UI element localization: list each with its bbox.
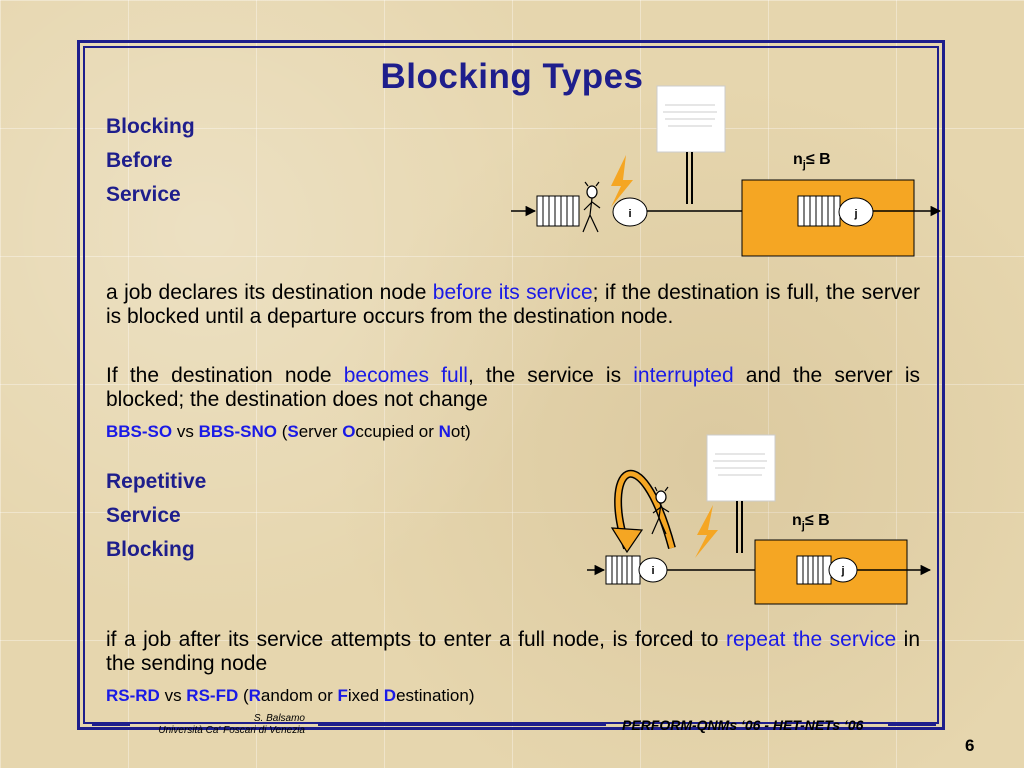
para2-interrupted: interrupted — [633, 364, 734, 387]
para1-pre: a job declares its destination node — [106, 281, 433, 304]
para3-post: in the sending node — [106, 628, 920, 675]
para2-a: If the destination node — [106, 364, 344, 387]
section2-line2: Service — [106, 504, 181, 527]
capacity-label-2: nj≤ B — [792, 512, 830, 532]
rs-ixed: ixed — [347, 686, 384, 705]
diagram-bbs: i j nj≤ B — [511, 85, 942, 257]
lightning-icon — [695, 505, 718, 558]
rs-d: D — [383, 686, 397, 705]
node-i-label: i — [651, 565, 654, 577]
queue-j-buffer — [797, 195, 841, 227]
rs-f: F — [337, 686, 348, 705]
person-icon — [651, 486, 670, 535]
bbs-o: O — [342, 422, 356, 441]
person-icon — [582, 181, 601, 233]
section2-line3: Blocking — [106, 538, 195, 561]
node-i-label: i — [628, 208, 631, 220]
server-node-i — [612, 197, 648, 227]
footer-author-block: S. Balsamo Università Ca' Foscari di Ven… — [135, 713, 305, 737]
rs-andom: andom or — [260, 686, 338, 705]
bbs-s: S — [287, 422, 299, 441]
section-repetitive-service-blocking: Repetitive Service Blocking — [106, 465, 206, 567]
rs-rd: RS-RD — [106, 686, 160, 705]
rs-est: estination) — [396, 686, 475, 705]
slide-title: Blocking Types — [380, 57, 644, 96]
section1-line1: Blocking — [106, 115, 195, 138]
bbs-sno: BBS-SNO — [198, 422, 277, 441]
queue-i-buffer — [536, 195, 580, 227]
page-number: 6 — [965, 736, 975, 755]
bbs-so: BBS-SO — [106, 422, 173, 441]
para2-c: , the service is — [467, 364, 634, 387]
diagram-rs: i j nj≤ B — [587, 434, 932, 605]
node-j-label: j — [840, 565, 844, 577]
footer-affiliation: Università Ca' Foscari di Venezia — [158, 725, 305, 736]
para2-e: and the server is blocked; the destinati… — [106, 364, 920, 411]
footer-rule-left — [92, 723, 130, 726]
footer-rule-mid — [318, 723, 606, 726]
node-j-label: j — [853, 208, 857, 220]
section-blocking-before-service: Blocking Before Service — [106, 110, 195, 212]
rs-vs: vs — [159, 686, 187, 705]
server-node-j — [838, 197, 874, 227]
bbs-variants-line: BBS-SO vs BBS-SNO (Server Occupied or No… — [106, 422, 471, 442]
rs-r: R — [248, 686, 261, 705]
lightning-icon — [611, 155, 633, 207]
queue-j-buffer — [796, 555, 832, 585]
slide-frame-outer — [77, 40, 945, 730]
para3-highlight: repeat the service — [725, 628, 897, 651]
bbs-ot: ot) — [450, 422, 471, 441]
paragraph-rs-definition: if a job after its service attempts to e… — [106, 628, 920, 676]
rs-variants-line: RS-RD vs RS-FD (Random or Fixed Destinat… — [106, 686, 475, 706]
section2-line1: Repetitive — [106, 470, 207, 493]
section1-line3: Service — [106, 183, 181, 206]
bbs-n: N — [438, 422, 451, 441]
rs-fd: RS-FD — [186, 686, 239, 705]
footer-author: S. Balsamo — [253, 713, 305, 724]
footer-rule-right — [888, 723, 936, 726]
rs-open: ( — [238, 686, 249, 705]
queue-i-buffer — [605, 555, 641, 585]
para3-pre: if a job after its service attempts to e… — [106, 628, 726, 651]
section1-line2: Before — [106, 149, 173, 172]
footer-event: PERFORM-QNMs ‘06 - HET-NETs ‘06 — [622, 717, 864, 733]
capacity-label-1: nj≤ B — [793, 151, 831, 171]
bbs-vs: vs — [172, 422, 199, 441]
para1-post: ; if the destination is full, the server… — [106, 281, 920, 328]
bbs-open: ( — [276, 422, 288, 441]
bbs-ccupied: ccupied or — [355, 422, 439, 441]
paragraph-bbs-definition: a job declares its destination node befo… — [106, 281, 920, 329]
para2-becomes-full: becomes full — [343, 364, 468, 387]
bbs-erver: erver — [298, 422, 343, 441]
paragraph-becomes-full: If the destination node becomes full, th… — [106, 364, 920, 412]
para1-highlight: before its service — [432, 281, 593, 304]
